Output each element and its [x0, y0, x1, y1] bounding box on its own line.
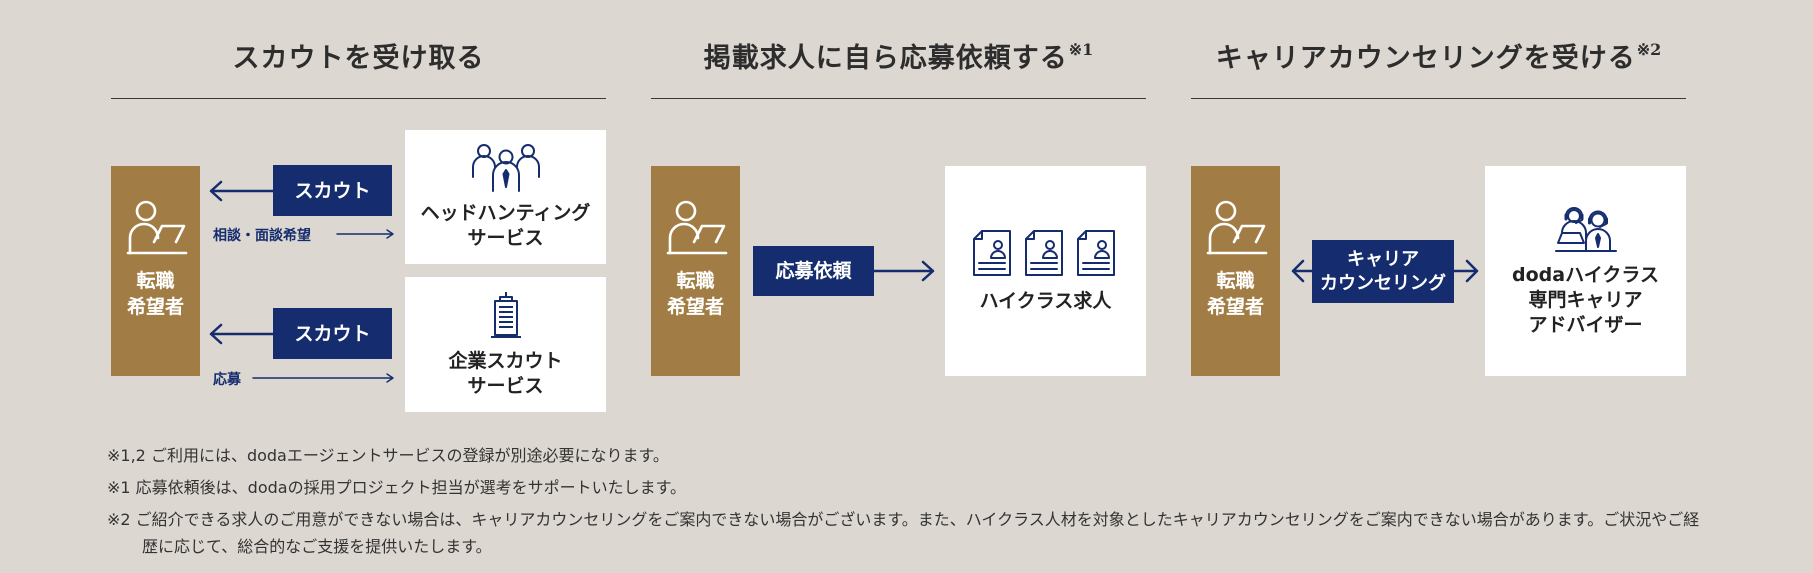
- arrow-left-scout-headhunting: [209, 180, 275, 202]
- scout-column: スカウトを受け取る 転職 希望者 スカウト 相談・面談希望 ヘッドハンティング …: [111, 0, 606, 420]
- company-scout-service-label: 企業スカウト サービス: [448, 349, 563, 397]
- job-seeker-icon: [126, 200, 187, 255]
- scout-badge-company: スカウト: [273, 308, 392, 359]
- job-seeker-box: 転職 希望者: [1191, 166, 1280, 376]
- arrow-left-scout-company: [209, 323, 275, 345]
- column-title-counseling: キャリアカウンセリングを受ける※2: [1215, 40, 1662, 74]
- title-divider: [1191, 98, 1686, 99]
- headhunting-service-label: ヘッドハンティング サービス: [420, 202, 591, 249]
- career-counseling-badge: キャリア カウンセリング: [1312, 240, 1454, 303]
- career-advisor-label: dodaハイクラス 専門キャリア アドバイザー: [1512, 263, 1659, 336]
- job-seeker-label: 転職 希望者: [126, 270, 184, 318]
- note-mark-1: ※1: [1068, 40, 1094, 59]
- high-class-jobs-label: ハイクラス求人: [979, 289, 1112, 312]
- footnote-1-2: ※1,2 ご利用には、dodaエージェントサービスの登録が別途必要になります。: [107, 446, 669, 465]
- arrow-right-apply: [252, 373, 394, 383]
- job-seeker-box: 転職 希望者: [111, 166, 200, 376]
- counseling-column: キャリアカウンセリングを受ける※2 転職 希望者 キャリア カウンセリング: [1191, 0, 1686, 420]
- team-people-icon: [471, 144, 540, 192]
- job-seeker-icon: [1206, 200, 1267, 255]
- job-seeker-icon: [666, 200, 727, 255]
- company-scout-service-box: 企業スカウト サービス: [405, 277, 606, 412]
- apply-column: 掲載求人に自ら応募依頼する※1 転職 希望者 応募依頼: [651, 0, 1146, 420]
- title-divider: [111, 98, 606, 99]
- headset-advisors-icon: [1554, 206, 1617, 252]
- scout-badge-headhunting: スカウト: [273, 165, 392, 216]
- footnotes: ※1,2 ご利用には、dodaエージェントサービスの登録が別途必要になります。 …: [107, 442, 1707, 565]
- consult-request-label: 相談・面談希望: [213, 228, 311, 244]
- note-mark-2: ※2: [1636, 40, 1662, 59]
- arrow-right-consult: [336, 229, 394, 239]
- column-title-apply: 掲載求人に自ら応募依頼する※1: [703, 40, 1094, 74]
- apply-request-badge: 応募依頼: [753, 246, 874, 296]
- column-title-scout: スカウトを受け取る: [232, 43, 485, 74]
- arrow-right-apply-request: [871, 260, 935, 282]
- job-seeker-label: 転職 希望者: [1206, 270, 1264, 318]
- career-advisor-box: dodaハイクラス 専門キャリア アドバイザー: [1485, 166, 1686, 376]
- apply-label: 応募: [213, 372, 241, 388]
- title-divider: [651, 98, 1146, 99]
- high-class-jobs-box: ハイクラス求人: [945, 166, 1146, 376]
- job-documents-icon: [972, 229, 1115, 276]
- office-building-icon: [490, 291, 521, 338]
- job-seeker-box: 転職 希望者: [651, 166, 740, 376]
- footnote-2: ※2 ご紹介できる求人のご用意ができない場合は、キャリアカウンセリングをご案内で…: [107, 510, 1700, 556]
- headhunting-service-box: ヘッドハンティング サービス: [405, 130, 606, 264]
- job-seeker-label: 転職 希望者: [666, 270, 724, 318]
- footnote-1: ※1 応募依頼後は、dodaの採用プロジェクト担当が選考をサポートいたします。: [107, 478, 686, 497]
